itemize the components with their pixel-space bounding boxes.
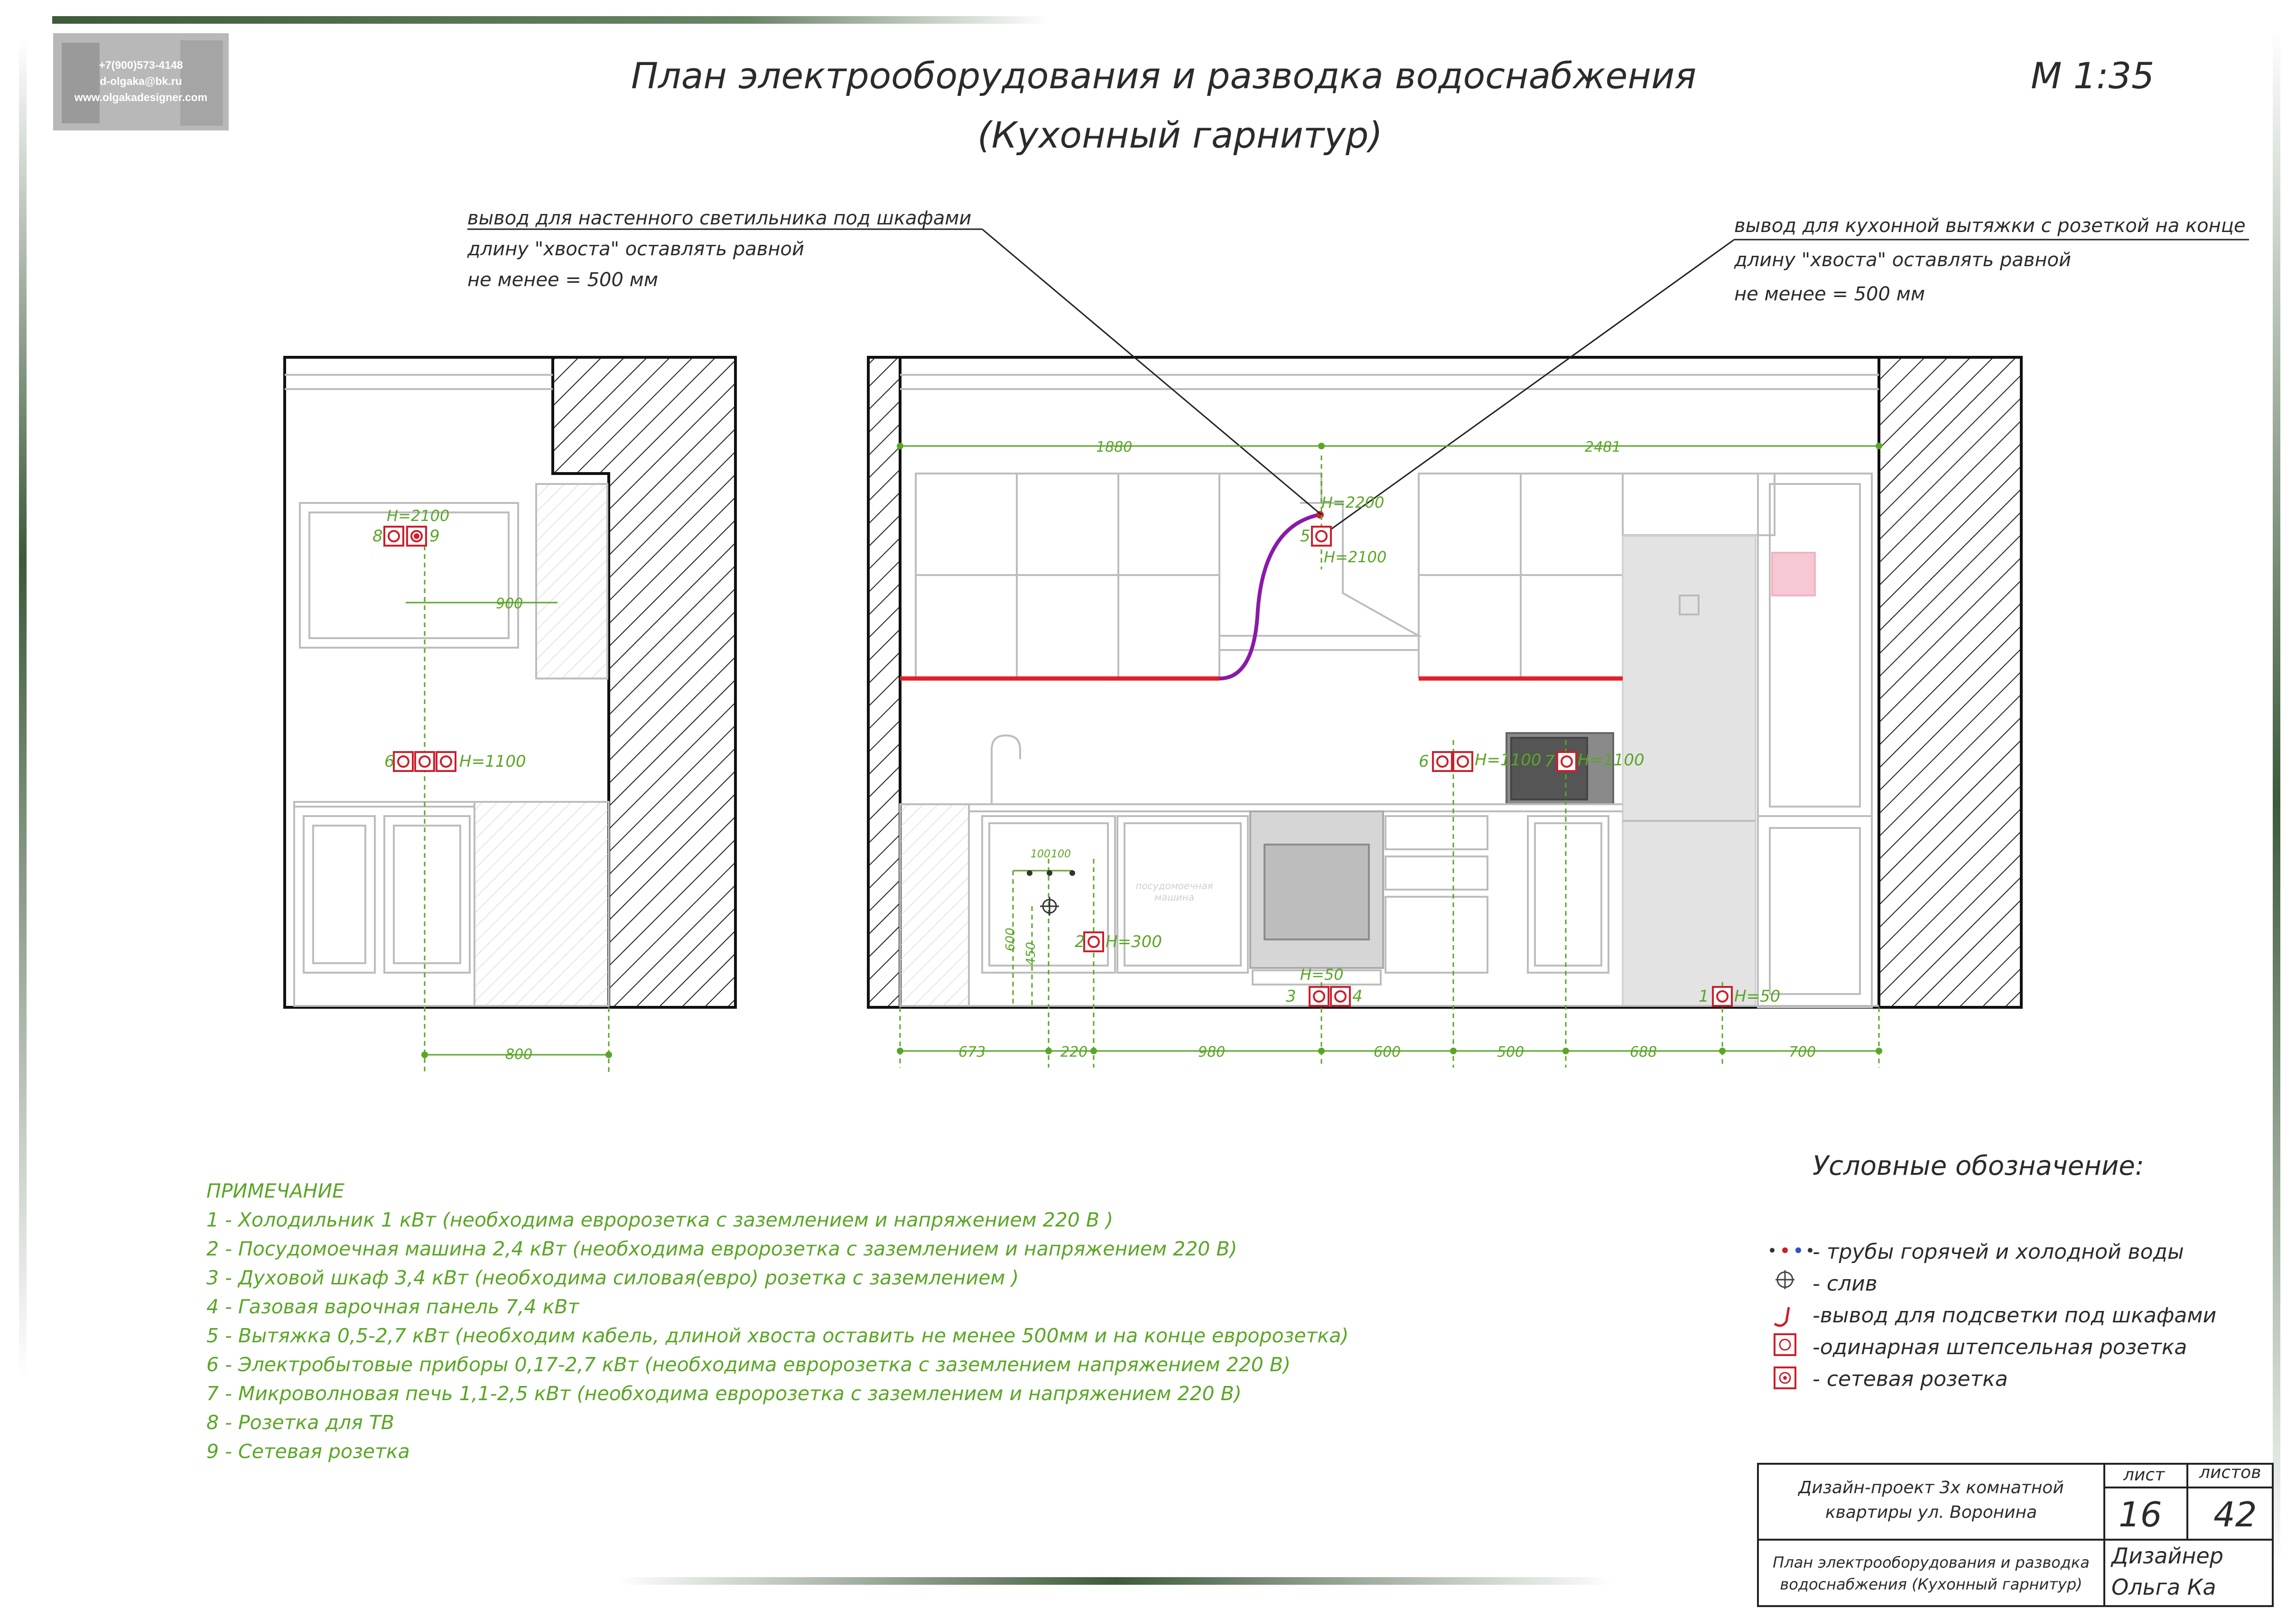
legend-heading: Условные обозначение: bbox=[1813, 1151, 2144, 1181]
contacts-block: +7(900)573-4148 d-olgaka@bk.ru www.olgak… bbox=[53, 57, 229, 105]
front-n2: 2 bbox=[1075, 932, 1085, 951]
front-n3: 3 bbox=[1286, 987, 1296, 1006]
side-d900: 900 bbox=[496, 595, 523, 612]
side-n9: 9 bbox=[429, 527, 440, 546]
contact-email: d-olgaka@bk.ru bbox=[100, 75, 182, 87]
tb-sheets: 42 bbox=[2213, 1495, 2257, 1534]
side-n6: 6 bbox=[384, 752, 395, 771]
legend-item-pipes: - трубы горячей и холодной воды bbox=[1813, 1240, 2184, 1264]
tb-author: Ольга Ка bbox=[2111, 1574, 2216, 1600]
tb-role: Дизайнер bbox=[2111, 1543, 2223, 1569]
callout-left: вывод для настенного светильника под шка… bbox=[467, 203, 971, 296]
page-title: План электрооборудования и разводка водо… bbox=[631, 55, 1697, 97]
side-h2100: H=2100 bbox=[387, 507, 450, 525]
tb-project-line1: Дизайн-проект 3х комнатной bbox=[1798, 1478, 2064, 1497]
callout-right-line2: длину "хвоста" оставлять равной bbox=[1734, 249, 2071, 271]
front-h50a: H=50 bbox=[1300, 966, 1344, 984]
front-n4: 4 bbox=[1352, 987, 1363, 1006]
bottom-dim-600: 600 bbox=[1374, 1044, 1401, 1060]
tb-drawing-line1: План электрооборудования и разводка bbox=[1773, 1553, 2090, 1571]
front-n6: 6 bbox=[1419, 752, 1429, 771]
contact-site: www.olgakadesigner.com bbox=[74, 91, 208, 103]
tb-sheet-label: лист bbox=[2123, 1465, 2165, 1485]
leader-lines bbox=[467, 228, 2249, 537]
callout-left-line2: длину "хвоста" оставлять равной bbox=[467, 238, 804, 260]
front-h300: H=300 bbox=[1106, 932, 1162, 951]
callout-right-line3: не менее = 500 мм bbox=[1734, 283, 1925, 305]
legend-item-socket: -одинарная штепсельная розетка bbox=[1813, 1335, 2187, 1359]
tb-sheets-label: листов bbox=[2199, 1463, 2261, 1482]
front-h2100: H=2100 bbox=[1324, 548, 1387, 566]
top-dim-2481: 2481 bbox=[1585, 439, 1621, 455]
front-furniture bbox=[899, 374, 1879, 1008]
callout-right-line1: вывод для кухонной вытяжки с розеткой на… bbox=[1734, 215, 2246, 237]
tb-drawing: План электрооборудования и разводка водо… bbox=[1763, 1552, 2100, 1595]
callout-right: вывод для кухонной вытяжки с розеткой на… bbox=[1734, 209, 2246, 311]
legend-item-light-outlet: -вывод для подсветки под шкафами bbox=[1813, 1303, 2217, 1328]
callout-left-line3: не менее = 500 мм bbox=[467, 269, 658, 291]
top-dim-1880: 1880 bbox=[1096, 439, 1133, 455]
legend-list: - трубы горячей и холодной воды - слив -… bbox=[1813, 1236, 2216, 1395]
bottom-dim-673: 673 bbox=[958, 1044, 986, 1060]
side-d800: 800 bbox=[505, 1046, 533, 1063]
note-7: 7 - Микроволновая печь 1,1-2,5 кВт (необ… bbox=[206, 1382, 1242, 1405]
note-6: 6 - Электробытовые приборы 0,17-2,7 кВт … bbox=[206, 1353, 1291, 1376]
front-wall-elevation bbox=[867, 356, 2023, 1009]
legend-item-drain: - слив bbox=[1813, 1272, 1878, 1296]
legend-item-network-socket: - сетевая розетка bbox=[1813, 1367, 2008, 1391]
note-9: 9 - Сетевая розетка bbox=[206, 1440, 410, 1463]
tb-drawing-line2: водоснабжения (Кухонный гарнитур) bbox=[1780, 1575, 2082, 1593]
front-n5: 5 bbox=[1300, 527, 1311, 546]
front-h1100a: H=1100 bbox=[1475, 751, 1542, 770]
front-d100b: 100 bbox=[1051, 848, 1071, 860]
side-h1100: H=1100 bbox=[459, 752, 526, 771]
note-2: 2 - Посудомоечная машина 2,4 кВт (необхо… bbox=[206, 1237, 1237, 1260]
tb-project: Дизайн-проект 3х комнатной квартиры ул. … bbox=[1763, 1476, 2100, 1525]
bottom-dim-688: 688 bbox=[1630, 1044, 1657, 1060]
front-n1: 1 bbox=[1699, 987, 1709, 1006]
sockets bbox=[383, 526, 1733, 1007]
note-1: 1 - Холодильник 1 кВт (необходима евроро… bbox=[206, 1208, 1114, 1231]
side-wall-elevation bbox=[283, 356, 737, 1009]
title-block-frame bbox=[1757, 1463, 2274, 1607]
dimension-lines bbox=[406, 445, 1880, 1072]
note-8: 8 - Розетка для ТВ bbox=[206, 1411, 395, 1434]
notes-block: ПРИМЕЧАНИЕ 1 - Холодильник 1 кВт (необхо… bbox=[206, 1177, 1348, 1466]
scale-label: М 1:35 bbox=[2031, 55, 2155, 97]
note-5: 5 - Вытяжка 0,5-2,7 кВт (необходим кабел… bbox=[206, 1324, 1349, 1347]
contact-phone: +7(900)573-4148 bbox=[99, 59, 183, 71]
front-h2200: H=2200 bbox=[1321, 493, 1385, 511]
callout-left-line1: вывод для настенного светильника под шка… bbox=[467, 207, 972, 229]
front-h1100b: H=1100 bbox=[1578, 751, 1645, 770]
side-n8: 8 bbox=[372, 527, 383, 546]
front-d100a: 100 bbox=[1031, 848, 1050, 860]
note-3: 3 - Духовой шкаф 3,4 кВт (необходима сил… bbox=[206, 1266, 1019, 1289]
side-furniture bbox=[285, 374, 610, 1007]
bottom-dim-980: 980 bbox=[1198, 1044, 1226, 1060]
legend-icons bbox=[1770, 1247, 1813, 1389]
front-n7: 7 bbox=[1544, 752, 1555, 771]
page-subtitle: (Кухонный гарнитур) bbox=[977, 114, 1383, 156]
bottom-dim-500: 500 bbox=[1497, 1044, 1524, 1060]
page-frame bbox=[19, 16, 2280, 1585]
front-d450: 450 bbox=[1023, 942, 1038, 966]
dishwasher-label: посудомоечная машина bbox=[1135, 880, 1213, 903]
bottom-dim-700: 700 bbox=[1789, 1044, 1816, 1060]
front-h50b: H=50 bbox=[1734, 987, 1781, 1006]
bottom-dim-220: 220 bbox=[1060, 1044, 1088, 1060]
dimension-ticks bbox=[421, 443, 1882, 1058]
tb-sheet: 16 bbox=[2119, 1495, 2162, 1534]
front-d600: 600 bbox=[1003, 928, 1018, 951]
notes-heading: ПРИМЕЧАНИЕ bbox=[206, 1180, 345, 1202]
pipe-markers bbox=[1027, 870, 1075, 916]
tb-project-line2: квартиры ул. Воронина bbox=[1825, 1503, 2037, 1522]
light-cable bbox=[1219, 513, 1320, 680]
note-4: 4 - Газовая варочная панель 7,4 кВт bbox=[206, 1295, 579, 1318]
